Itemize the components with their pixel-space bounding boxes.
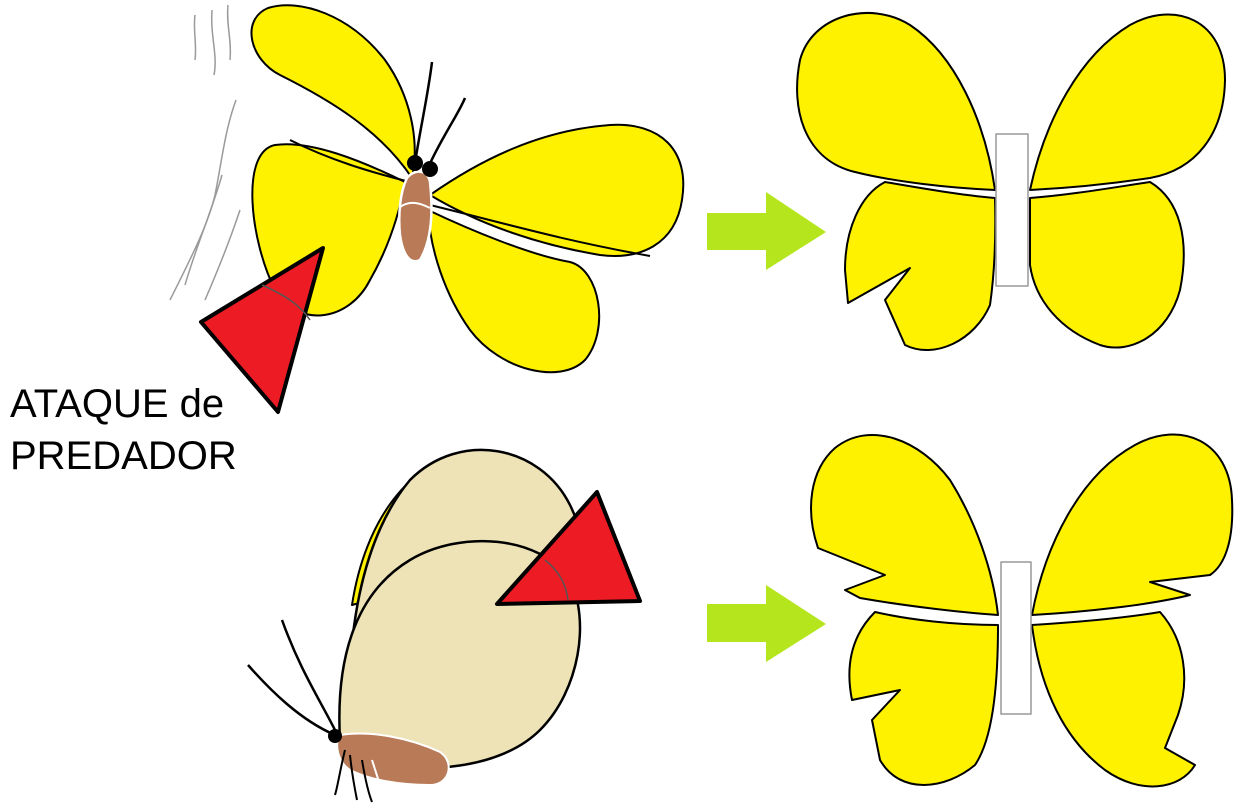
arrow-top-icon <box>707 192 826 270</box>
butterfly-closed-attacked-icon <box>248 450 582 802</box>
butterfly-damaged-all-wings-icon <box>811 434 1232 786</box>
bark-lines <box>170 5 240 300</box>
predator-attack-caption: ATAQUE de PREDADOR <box>10 378 237 482</box>
caption-line-1: ATAQUE de <box>10 378 237 430</box>
butterfly-damaged-hindwings-icon <box>797 13 1225 350</box>
butterfly-open-attacked-icon <box>251 5 683 372</box>
arrow-bottom-icon <box>707 585 826 662</box>
caption-line-2: PREDADOR <box>10 430 237 482</box>
